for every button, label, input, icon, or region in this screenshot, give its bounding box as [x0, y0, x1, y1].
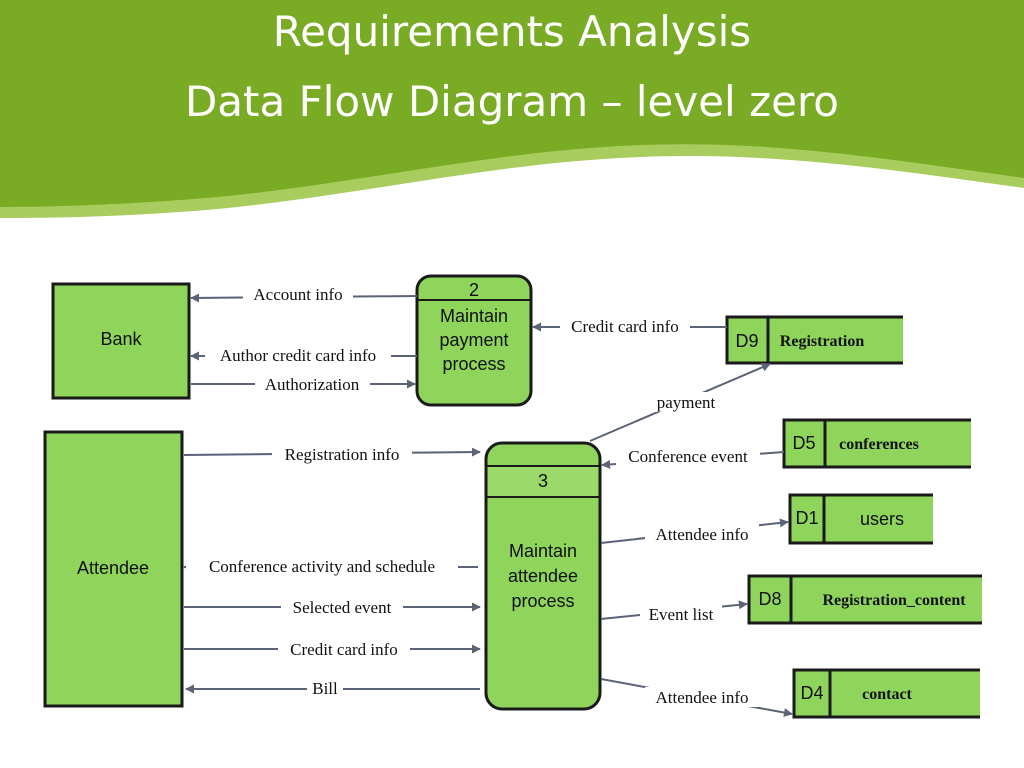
slide-title-line-2: Data Flow Diagram – level zero	[184, 77, 840, 126]
flow-labels: Account info Author credit card info Aut…	[186, 284, 760, 707]
flow-conf-activity: Conference activity and schedule	[209, 557, 435, 576]
flow-bill: Bill	[312, 679, 338, 698]
d4-name: contact	[862, 686, 912, 703]
process-3-number: 3	[538, 471, 548, 491]
d8-name: Registration_content	[822, 592, 966, 609]
process-2-line-1: Maintain	[440, 306, 508, 326]
d1-name: users	[860, 509, 904, 529]
header-band	[0, 0, 1024, 218]
d5-name: conferences	[839, 436, 919, 453]
process-2-line-3: process	[442, 354, 505, 374]
process-3-line-1: Maintain	[509, 541, 577, 561]
process-3-line-3: process	[511, 591, 574, 611]
process-3-maintain-attendee: 3 Maintain attendee process	[484, 441, 602, 711]
bank-entity: Bank	[51, 282, 191, 400]
bank-label: Bank	[100, 329, 142, 349]
flow-account-info: Account info	[253, 285, 342, 304]
flow-attendee-info-d4: Attendee info	[656, 688, 749, 707]
slide-title-line-1: Requirements Analysis	[272, 7, 752, 56]
flow-selected-event: Selected event	[293, 598, 392, 617]
flow-author-cc-info: Author credit card info	[220, 346, 376, 365]
flow-authorization: Authorization	[265, 375, 360, 394]
flow-payment: payment	[657, 393, 716, 412]
d9-id: D9	[735, 331, 758, 351]
d9-name: Registration	[780, 333, 865, 350]
datastore-d5-conferences: D5 conferences	[782, 418, 971, 469]
flow-attendee-info-d1: Attendee info	[656, 525, 749, 544]
datastore-d1-users: D1 users	[788, 493, 933, 545]
flow-registration-info: Registration info	[285, 445, 400, 464]
d8-id: D8	[758, 589, 781, 609]
process-2-number: 2	[469, 280, 479, 300]
flow-event-list: Event list	[649, 605, 714, 624]
d5-id: D5	[792, 433, 815, 453]
d1-id: D1	[795, 508, 818, 528]
flow-cc-info-attendee: Credit card info	[290, 640, 398, 659]
d4-id: D4	[800, 683, 823, 703]
process-3-line-2: attendee	[508, 566, 578, 586]
datastore-d9-registration: D9 Registration	[725, 315, 903, 365]
flow-cc-info-d9: Credit card info	[571, 317, 679, 336]
datastore-d8-registration-content: D8 Registration_content	[747, 574, 982, 625]
attendee-entity: Attendee	[43, 430, 184, 708]
attendee-label: Attendee	[77, 558, 149, 578]
flow-conference-event: Conference event	[628, 447, 748, 466]
process-2-maintain-payment: 2 Maintain payment process	[415, 274, 533, 407]
datastore-d4-contact: D4 contact	[792, 668, 980, 719]
process-2-line-2: payment	[439, 330, 508, 350]
header-green-band	[0, 0, 1024, 207]
